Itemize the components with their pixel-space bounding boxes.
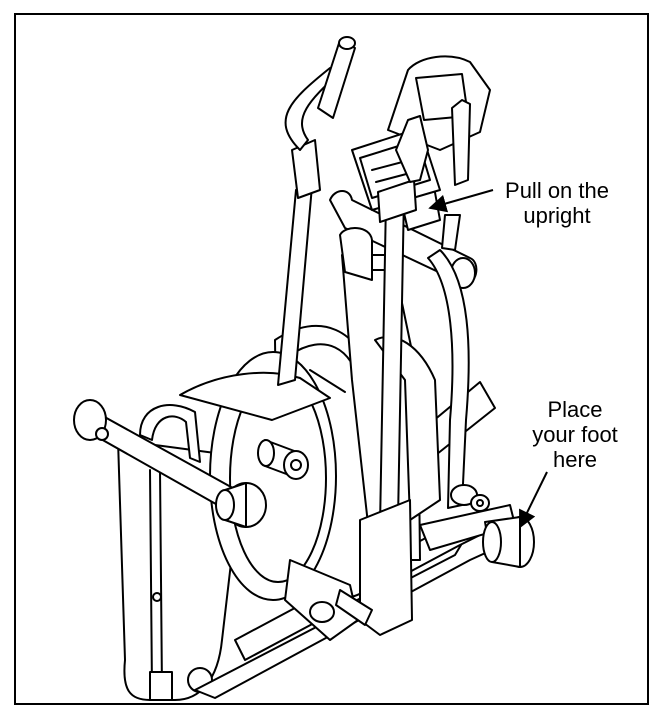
rear-crossbar — [73, 399, 267, 528]
upright-callout-line1: Pull on the — [505, 178, 609, 203]
upright-callout: Pull on the upright — [492, 178, 622, 228]
foot-callout-line2: your foot — [532, 422, 618, 447]
foot-callout: Place your foot here — [510, 397, 640, 472]
upright-arrow — [428, 189, 494, 213]
foot-callout-line3: here — [552, 447, 598, 472]
pedal-linkage — [284, 559, 373, 641]
rear-pivot — [450, 484, 490, 512]
page-frame — [14, 13, 649, 705]
foot-callout-line1: Place — [547, 397, 603, 422]
moving-arm-right — [359, 115, 429, 636]
foot-arrow — [519, 471, 548, 529]
upright-callout-line2: upright — [523, 203, 591, 228]
rear-base-leg — [117, 439, 237, 701]
fixed-handlebar — [427, 99, 471, 509]
moving-arm-left — [277, 36, 356, 386]
front-stabilizer — [419, 504, 535, 568]
crank-roller — [257, 439, 309, 480]
